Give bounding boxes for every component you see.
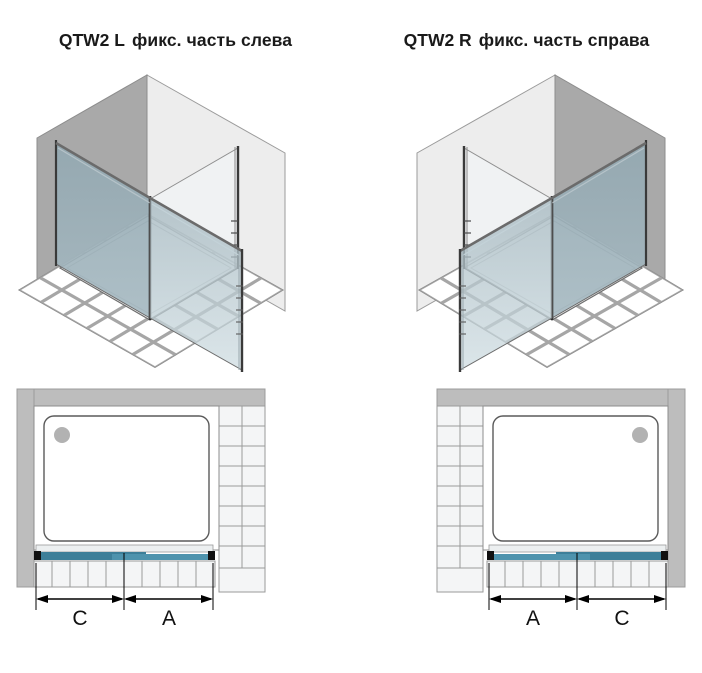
plan-view-right: A C [351,383,702,633]
shower-tray-plan-right [492,415,659,542]
wall-tiles-right [436,405,484,593]
glass-seal-right [487,544,668,560]
roller-marks-right [459,285,466,335]
glass-seal-left [34,544,215,560]
drain-left [54,427,70,443]
iso-view-left [0,58,351,378]
dimension-group-left: C A [35,553,214,630]
variant-code-left: QTW2 L [58,30,125,50]
dimension-label-right-2: C [614,607,629,630]
variant-description-left: фикс. часть слева [131,30,293,50]
dimension-label-left-2: A [162,607,176,630]
variant-title-right: QTW2 R фикс. часть справа [351,30,702,51]
iso-view-right [351,58,702,378]
sliding-glass-panel-right [458,196,553,372]
wall-tiles-left [218,405,266,593]
roller-marks-left [236,285,243,335]
wall-frame-right [436,388,686,588]
dimension-group-right: A C [488,553,667,630]
plan-view-left: C A [0,383,351,633]
variant-code-right: QTW2 R [403,30,472,50]
drain-right [632,427,648,443]
variant-title-left: QTW2 L фикс. часть слева [0,30,351,51]
shower-tray-plan-left [43,415,210,542]
dimension-label-left-1: C [72,607,87,630]
variant-description-right: фикс. часть справа [478,30,650,50]
wall-frame-left [16,388,266,588]
variant-qtw2-r: QTW2 R фикс. часть справа [351,0,702,673]
dimension-label-right-1: A [526,607,540,630]
variant-qtw2-l: QTW2 L фикс. часть слева [0,30,351,633]
sliding-glass-panel-left [149,196,244,372]
